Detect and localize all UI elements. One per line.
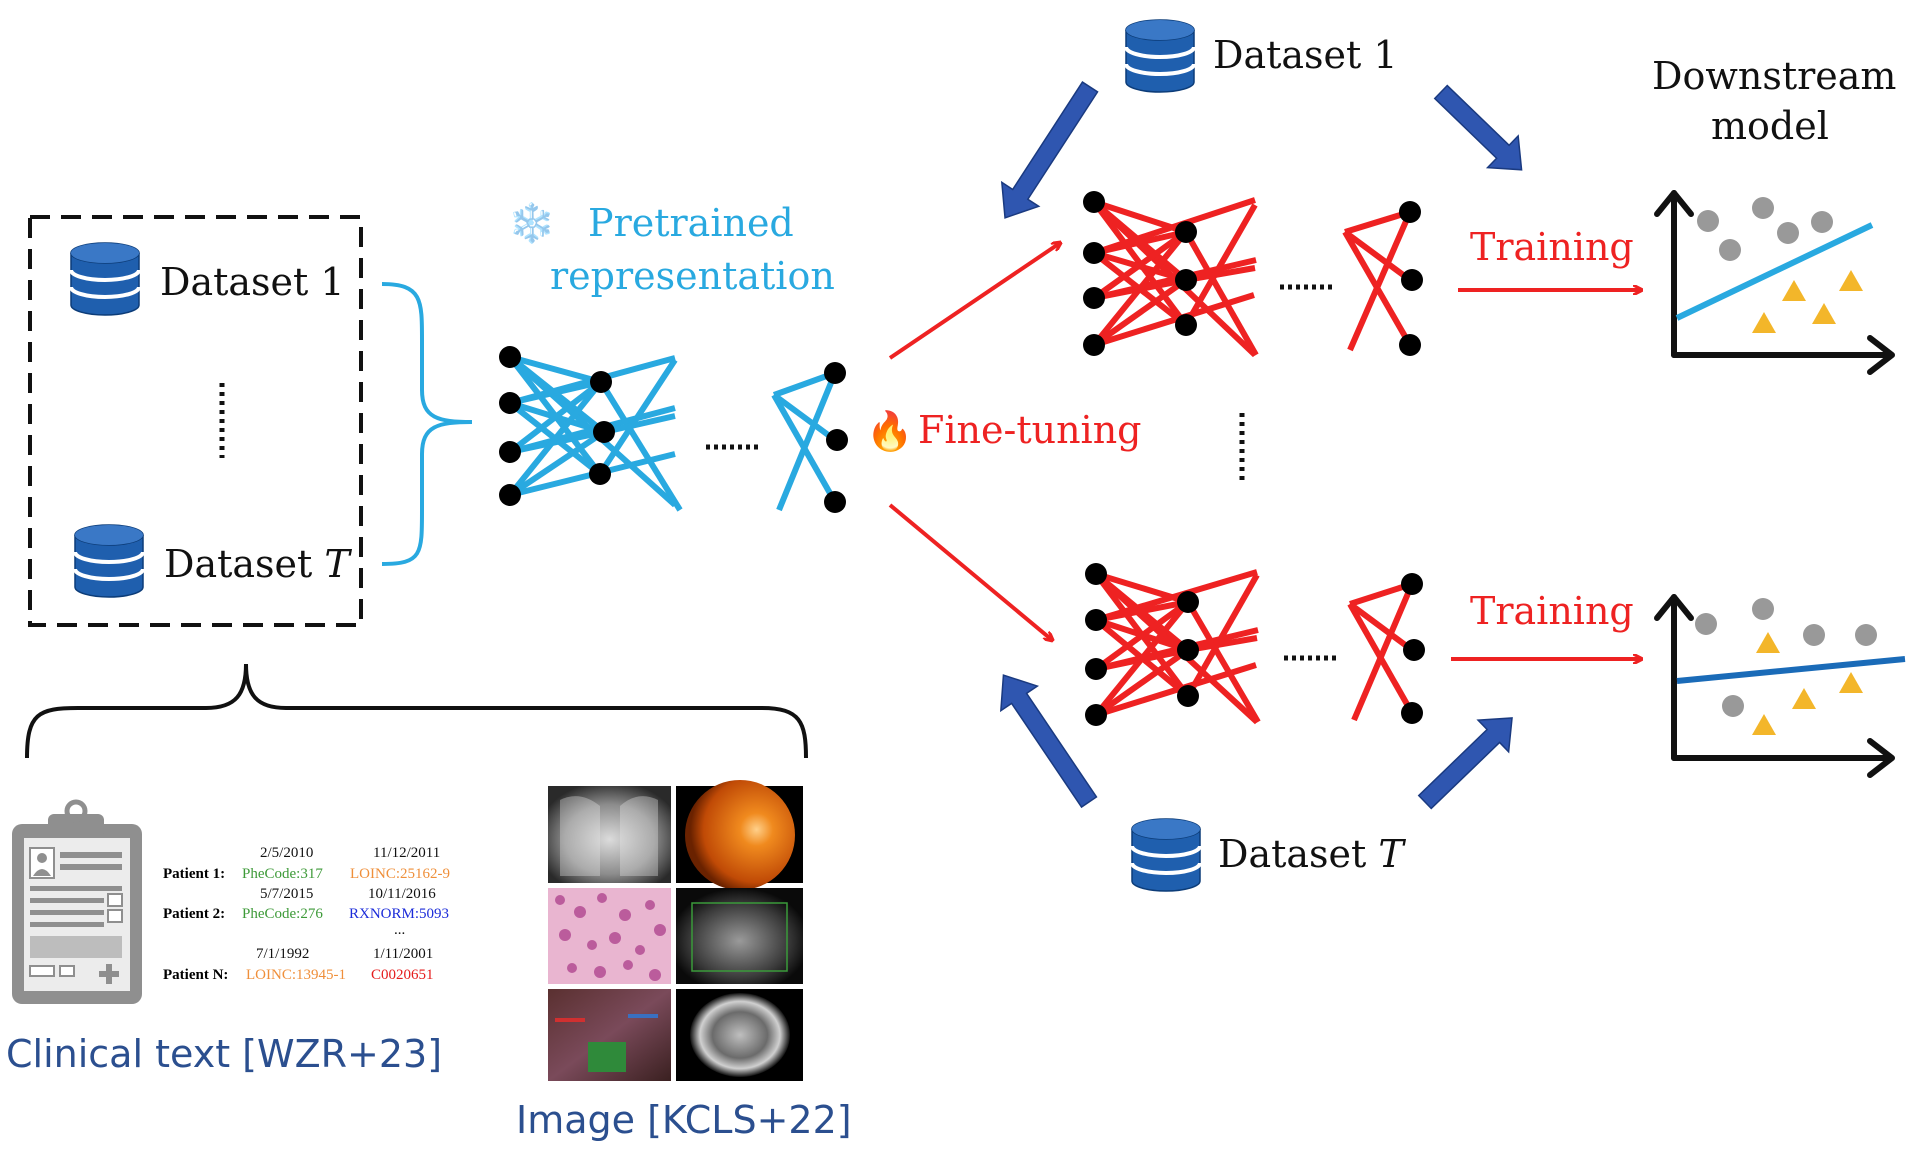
record-patient: Patient N: — [163, 967, 229, 983]
downstream-plot-bottom — [1654, 594, 1906, 778]
record-code: PheCode:317 — [242, 866, 323, 882]
pretrained-title-line2: representation — [550, 254, 835, 298]
record-patient: Patient 1: — [163, 866, 226, 882]
black-brace — [25, 663, 808, 759]
dataset-1-label: Dataset 1 — [160, 260, 345, 304]
pretrained-title-line1: Pretrained — [588, 201, 794, 245]
database-icon — [1130, 817, 1202, 893]
database-icon — [73, 523, 145, 599]
finetuned-nodes-top — [1083, 191, 1423, 356]
record-date: 2/5/2010 — [260, 845, 314, 861]
snowflake-icon: ❄️ — [508, 201, 556, 245]
downstream-title-line1: Downstream — [1652, 54, 1897, 98]
record-code: LOINC:25162-9 — [350, 866, 450, 882]
medical-image-mosaic — [548, 780, 803, 1081]
record-date: 11/12/2011 — [373, 845, 441, 861]
record-date: 1/11/2001 — [373, 946, 434, 962]
dataset-T-label: Dataset T — [164, 542, 350, 586]
record-ellipsis: ... — [394, 922, 406, 938]
clinical-text-caption: Clinical text [WZR+23] — [6, 1032, 443, 1076]
clipboard-icon — [12, 799, 142, 1004]
record-date: 7/1/1992 — [256, 946, 310, 962]
fire-icon: 🔥 — [866, 409, 914, 453]
downstream-title-line2: model — [1711, 104, 1829, 148]
record-date: 5/7/2015 — [260, 886, 314, 902]
record-code: C0020651 — [371, 967, 434, 983]
downstream-plot-top — [1654, 190, 1895, 375]
finetune-dataset-T-label: Dataset T — [1218, 832, 1404, 876]
blue-brace — [381, 282, 473, 566]
finetuned-network-bottom — [1093, 569, 1415, 725]
database-icon — [69, 241, 141, 317]
fine-tuning-label: Fine-tuning — [918, 408, 1142, 452]
finetune-dataset-1-label: Dataset 1 — [1213, 33, 1398, 77]
image-caption: Image [KCLS+22] — [516, 1098, 852, 1142]
record-code: PheCode:276 — [242, 906, 323, 922]
finetuned-network-top — [1091, 197, 1413, 358]
dataset-group-box — [28, 215, 363, 627]
finetune-arrow-up — [888, 243, 1060, 360]
training-label-bottom: Training — [1470, 589, 1634, 633]
pretrained-network — [507, 354, 838, 512]
record-date: 10/11/2016 — [368, 886, 436, 902]
database-icon — [1124, 18, 1196, 94]
blue-arrows — [1000, 81, 1523, 810]
training-label-top: Training — [1470, 225, 1634, 269]
pretrained-nodes — [499, 346, 848, 513]
finetune-arrow-down — [888, 503, 1052, 640]
record-patient: Patient 2: — [163, 906, 226, 922]
record-code: RXNORM:5093 — [349, 906, 450, 922]
record-code: LOINC:13945-1 — [246, 967, 346, 983]
finetuned-nodes-bottom — [1085, 563, 1425, 726]
